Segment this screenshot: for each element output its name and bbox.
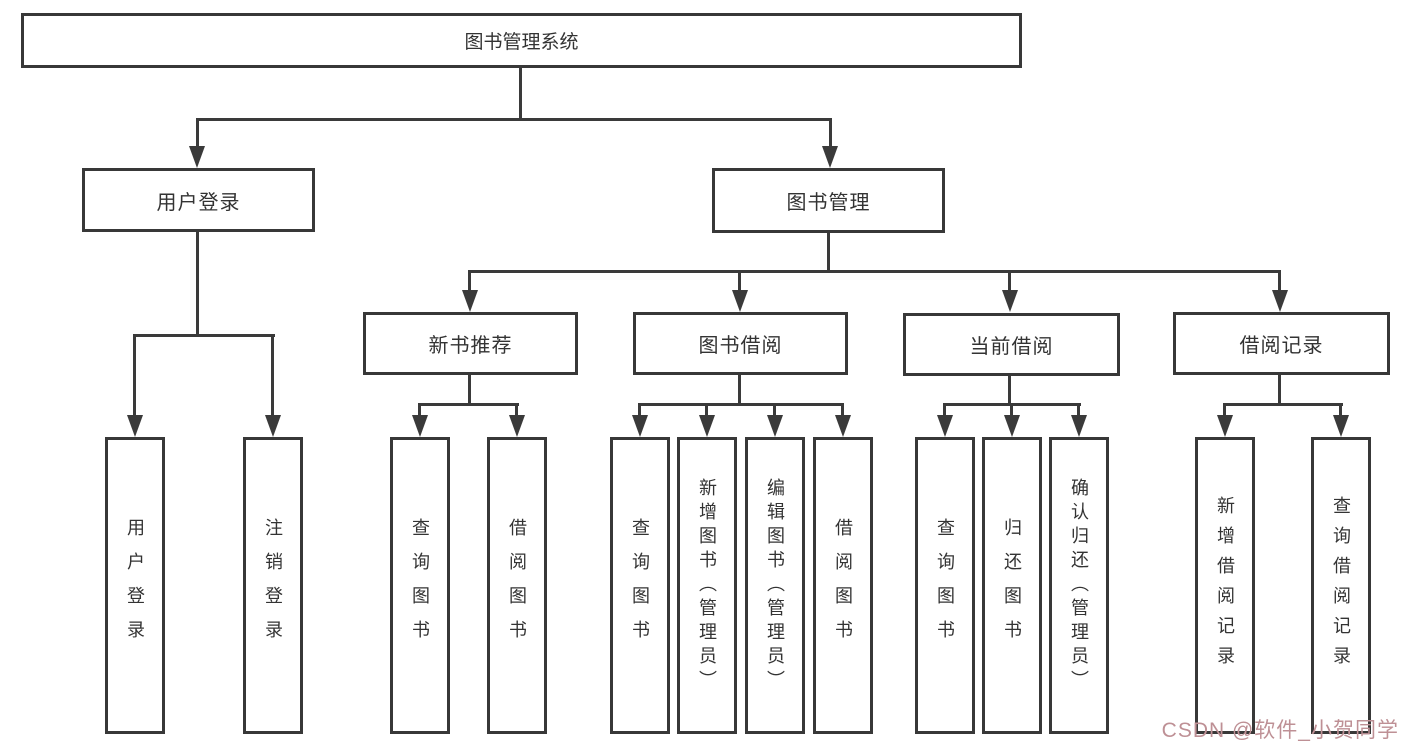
leaf-br-query-record: 查询借阅记录 xyxy=(1311,437,1371,734)
node-root: 图书管理系统 xyxy=(21,13,1022,68)
leaf-bb-borrow-books-label: 借阅图书 xyxy=(833,517,853,654)
connector-line xyxy=(638,403,844,406)
leaf-logout-label: 注销登录 xyxy=(263,517,283,654)
connector-line xyxy=(1008,270,1011,292)
leaf-bb-query-books: 查询图书 xyxy=(610,437,670,734)
leaf-br-add-record: 新增借阅记录 xyxy=(1195,437,1255,734)
connector-line xyxy=(271,334,274,419)
arrowhead-icon xyxy=(265,415,281,437)
connector-line xyxy=(418,403,421,419)
leaf-nb-query-books-label: 查询图书 xyxy=(410,517,430,654)
connector-line xyxy=(943,403,946,419)
connector-line xyxy=(133,334,136,419)
connector-line xyxy=(1339,403,1342,419)
leaf-bb-edit-books-label: 编辑图书（管理员） xyxy=(765,477,785,694)
connector-line xyxy=(468,375,471,406)
connector-line xyxy=(468,270,1281,273)
leaf-user-login-label: 用户登录 xyxy=(125,517,145,654)
connector-line xyxy=(515,403,518,419)
arrowhead-icon xyxy=(412,415,428,437)
connector-line xyxy=(1223,403,1343,406)
connector-line xyxy=(638,403,641,419)
node-current-borrow-label: 当前借阅 xyxy=(969,336,1054,358)
arrowhead-icon xyxy=(937,415,953,437)
connector-line xyxy=(841,403,844,419)
leaf-cb-return-books: 归还图书 xyxy=(982,437,1042,734)
arrowhead-icon xyxy=(1002,290,1018,312)
node-user-login: 用户登录 xyxy=(82,168,315,232)
arrowhead-icon xyxy=(1217,415,1233,437)
connector-line xyxy=(1010,403,1013,419)
node-book-mgmt: 图书管理 xyxy=(712,168,945,233)
node-book-mgmt-label: 图书管理 xyxy=(786,192,871,214)
node-borrow-records-label: 借阅记录 xyxy=(1239,335,1324,357)
connector-line xyxy=(133,334,275,337)
arrowhead-icon xyxy=(462,290,478,312)
connector-line xyxy=(519,66,522,120)
arrowhead-icon xyxy=(509,415,525,437)
arrowhead-icon xyxy=(767,415,783,437)
leaf-cb-query-books-label: 查询图书 xyxy=(935,517,955,654)
connector-line xyxy=(418,403,519,406)
arrowhead-icon xyxy=(699,415,715,437)
leaf-bb-add-books-label: 新增图书（管理员） xyxy=(697,477,717,694)
node-root-label: 图书管理系统 xyxy=(464,32,579,53)
leaf-logout: 注销登录 xyxy=(243,437,303,734)
connector-line xyxy=(829,118,832,150)
connector-line xyxy=(1008,376,1011,406)
node-book-borrow: 图书借阅 xyxy=(633,312,848,375)
arrowhead-icon xyxy=(127,415,143,437)
arrowhead-icon xyxy=(632,415,648,437)
connector-line xyxy=(738,375,741,406)
node-user-login-label: 用户登录 xyxy=(156,191,241,214)
connector-line xyxy=(468,270,471,292)
leaf-bb-edit-books: 编辑图书（管理员） xyxy=(745,437,805,734)
arrowhead-icon xyxy=(732,290,748,312)
leaf-nb-query-books: 查询图书 xyxy=(390,437,450,734)
node-book-borrow-label: 图书借阅 xyxy=(698,335,783,357)
leaf-br-add-record-label: 新增借阅记录 xyxy=(1215,495,1235,676)
arrowhead-icon xyxy=(835,415,851,437)
connector-line xyxy=(196,118,199,150)
connector-line xyxy=(196,230,199,336)
leaf-user-login: 用户登录 xyxy=(105,437,165,734)
watermark: CSDN @软件_小贺同学 xyxy=(1161,719,1399,742)
arrowhead-icon xyxy=(1071,415,1087,437)
connector-line xyxy=(1278,270,1281,292)
connector-line xyxy=(1278,375,1281,406)
connector-line xyxy=(773,403,776,419)
connector-line xyxy=(196,118,832,121)
node-current-borrow: 当前借阅 xyxy=(903,313,1120,376)
arrowhead-icon xyxy=(822,146,838,168)
node-new-books: 新书推荐 xyxy=(363,312,578,375)
connector-line xyxy=(738,270,741,292)
leaf-bb-borrow-books: 借阅图书 xyxy=(813,437,873,734)
arrowhead-icon xyxy=(1272,290,1288,312)
leaf-nb-borrow-books-label: 借阅图书 xyxy=(507,517,527,654)
node-borrow-records: 借阅记录 xyxy=(1173,312,1390,375)
connector-line xyxy=(827,231,830,273)
leaf-br-query-record-label: 查询借阅记录 xyxy=(1331,495,1351,676)
connector-line xyxy=(1077,403,1080,419)
arrowhead-icon xyxy=(1004,415,1020,437)
leaf-cb-return-books-label: 归还图书 xyxy=(1002,517,1022,654)
leaf-cb-query-books: 查询图书 xyxy=(915,437,975,734)
connector-line xyxy=(1223,403,1226,419)
connector-line xyxy=(705,403,708,419)
leaf-nb-borrow-books: 借阅图书 xyxy=(487,437,547,734)
leaf-bb-query-books-label: 查询图书 xyxy=(630,517,650,654)
leaf-bb-add-books: 新增图书（管理员） xyxy=(677,437,737,734)
arrowhead-icon xyxy=(189,146,205,168)
arrowhead-icon xyxy=(1333,415,1349,437)
leaf-cb-confirm-return: 确认归还（管理员） xyxy=(1049,437,1109,734)
leaf-cb-confirm-return-label: 确认归还（管理员） xyxy=(1069,477,1089,694)
node-new-books-label: 新书推荐 xyxy=(428,335,513,357)
